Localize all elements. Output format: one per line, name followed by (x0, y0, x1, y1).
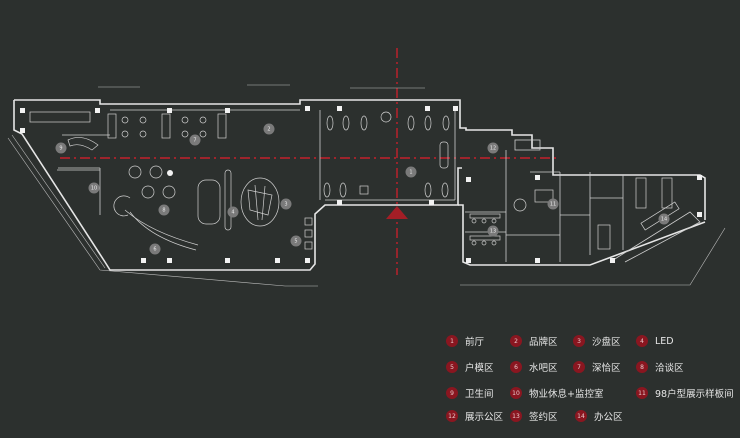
zone-marker-9: 9 (55, 142, 67, 154)
zone-marker-circle (88, 182, 100, 194)
zone-marker-number: 11 (550, 202, 556, 208)
zone-marker-number: 4 (231, 210, 234, 216)
zone-marker-11: 11 (547, 198, 559, 210)
legend-label: 98户型展示样板间 (655, 389, 734, 400)
zone-marker-number: 3 (284, 202, 287, 208)
zone-marker-circle (158, 204, 170, 216)
zone-marker-number: 5 (294, 239, 297, 245)
zone-marker-6: 6 (149, 243, 161, 255)
legend-label: 沙盘区 (592, 337, 621, 348)
zone-marker-3: 3 (280, 198, 292, 210)
zone-marker-14: 14 (658, 213, 670, 225)
zone-marker-circle (487, 225, 499, 237)
legend-label: 深恰区 (592, 363, 621, 374)
legend-label: 前厅 (465, 337, 485, 348)
office-wing-walls (465, 139, 701, 263)
zone-marker-5: 5 (290, 235, 302, 247)
legend-label: 户模区 (465, 363, 494, 374)
legend-number-badge: 8 (636, 361, 648, 373)
zone-marker-number: 12 (490, 146, 496, 152)
legend-number-badge: 9 (446, 387, 458, 399)
zone-marker-circle (227, 206, 239, 218)
legend-item: 7 深恰区 (573, 360, 621, 374)
legend-item: 3 沙盘区 (573, 334, 621, 348)
zone-marker-10: 10 (88, 182, 100, 194)
legend-item: 8 洽谈区 (636, 360, 684, 374)
structural-columns (20, 106, 702, 263)
legend-item: 14 办公区 (575, 409, 623, 423)
zone-marker-7: 7 (189, 134, 201, 146)
zone-marker-number: 14 (661, 217, 667, 223)
legend-item: 13 签约区 (510, 409, 558, 423)
legend-number-badge: 12 (446, 410, 458, 422)
zone-marker-circle (658, 213, 670, 225)
legend-label: LED (655, 335, 674, 347)
legend-item: 9 卫生间 (446, 386, 494, 400)
legend-label: 办公区 (594, 412, 623, 423)
legend-number-badge: 3 (573, 335, 585, 347)
zone-marker-circle (189, 134, 201, 146)
zone-marker-number: 8 (162, 208, 165, 214)
zone-marker-13: 13 (487, 225, 499, 237)
legend-number-badge: 5 (446, 361, 458, 373)
legend-item: 1 前厅 (446, 334, 484, 348)
legend-number-badge: 6 (510, 361, 522, 373)
legend-number-badge: 13 (510, 410, 522, 422)
legend-item: 4 LED (636, 334, 674, 348)
zone-marker-number: 7 (193, 138, 196, 144)
exterior-walls (13, 99, 706, 271)
legend-item: 2 品牌区 (510, 334, 558, 348)
restroom-fixtures (29, 111, 100, 171)
legend-label: 卫生间 (465, 389, 494, 400)
legend-label: 展示公区 (465, 412, 504, 423)
furniture-lounge (107, 111, 450, 198)
zone-marker-2: 2 (263, 123, 275, 135)
legend-label: 物业休息+监控室 (529, 389, 604, 400)
zone-marker-circle (547, 198, 559, 210)
zone-marker-number: 13 (490, 229, 496, 235)
zone-marker-number: 2 (267, 127, 270, 133)
legend-label: 签约区 (529, 412, 558, 423)
legend: 1 前厅 2 品牌区 3 沙盘区 4 LED 5 户模区 6 水吧区 7 深恰区 8 洽谈区 9… (440, 330, 740, 438)
zone-marker-number: 9 (59, 146, 62, 152)
legend-number-badge: 7 (573, 361, 585, 373)
zone-marker-circle (280, 198, 292, 210)
zone-marker-number: 1 (409, 170, 412, 176)
entrance-triangle-icon (386, 206, 408, 219)
led-and-sandtable (197, 169, 313, 250)
zone-marker-circle (55, 142, 67, 154)
legend-item: 5 户模区 (446, 360, 494, 374)
legend-item: 6 水吧区 (510, 360, 558, 374)
legend-number-badge: 11 (636, 387, 648, 399)
zone-marker-8: 8 (158, 204, 170, 216)
legend-number-badge: 14 (575, 410, 587, 422)
zone-marker-1: 1 (405, 166, 417, 178)
legend-number-badge: 10 (510, 387, 522, 399)
office-furniture (469, 177, 680, 250)
legend-item: 12 展示公区 (446, 409, 503, 423)
legend-label: 品牌区 (529, 337, 558, 348)
zone-marker-number: 6 (153, 247, 156, 253)
legend-label: 洽谈区 (655, 363, 684, 374)
furniture-negotiation (113, 165, 199, 251)
zone-marker-circle (290, 235, 302, 247)
legend-number-badge: 4 (636, 335, 648, 347)
legend-number-badge: 1 (446, 335, 458, 347)
zone-marker-circle (149, 243, 161, 255)
legend-item: 11 98户型展示样板间 (636, 386, 734, 400)
zone-marker-circle (263, 123, 275, 135)
zone-marker-12: 12 (487, 142, 499, 154)
zone-marker-4: 4 (227, 206, 239, 218)
legend-item: 10 物业休息+监控室 (510, 386, 603, 400)
site-boundary (7, 84, 726, 287)
legend-label: 水吧区 (529, 363, 558, 374)
zone-marker-circle (405, 166, 417, 178)
zone-marker-circle (487, 142, 499, 154)
legend-number-badge: 2 (510, 335, 522, 347)
zone-marker-number: 10 (91, 186, 97, 192)
